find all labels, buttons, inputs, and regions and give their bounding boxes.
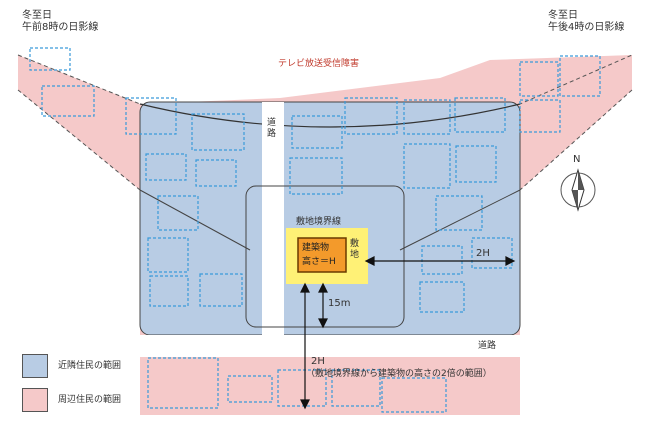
legend-swatch-surrounding [22, 388, 48, 412]
site-boundary-label: 敷地境界線 [296, 217, 342, 227]
road-vertical [262, 102, 284, 335]
afternoon-shadow-title: 冬至日 [548, 10, 578, 21]
legend-label-neighbor: 近隣住民の範囲 [58, 361, 122, 371]
site-label: 敷地 [350, 239, 360, 260]
dimension-arrows [300, 256, 516, 410]
tv-interference-label: テレビ放送受信障害 [278, 59, 360, 69]
shadow-wedge-lines [139, 189, 521, 251]
tv-interference-curve [139, 103, 521, 128]
afternoon-shadow-subtitle: 午後4時の日影線 [548, 22, 625, 33]
building-height-label: 高さ＝H [302, 257, 336, 267]
dimension-2h-note: （敷地境界線から建築物の高さの2倍の範囲） [306, 369, 492, 379]
morning-shadow-subtitle: 午前8時の日影線 [22, 22, 99, 33]
legend-label-surrounding: 周辺住民の範囲 [58, 395, 122, 405]
morning-shadow-title: 冬至日 [22, 10, 52, 21]
road-vertical-label: 道路 [267, 118, 277, 139]
site-boundary-box [245, 185, 405, 328]
dimension-2h-bottom: 2H [311, 356, 325, 367]
dimension-15m: 15m [328, 298, 351, 309]
building-label: 建築物 [302, 243, 330, 253]
road-horizontal [140, 335, 520, 357]
dimension-2h-right: 2H [476, 248, 490, 259]
north-label: N [573, 154, 581, 165]
building-box [297, 237, 347, 273]
road-horizontal-label: 道路 [478, 341, 497, 351]
north-arrow-icon [560, 168, 596, 212]
house-outlines [29, 47, 601, 413]
legend-swatch-neighbor [22, 354, 48, 378]
